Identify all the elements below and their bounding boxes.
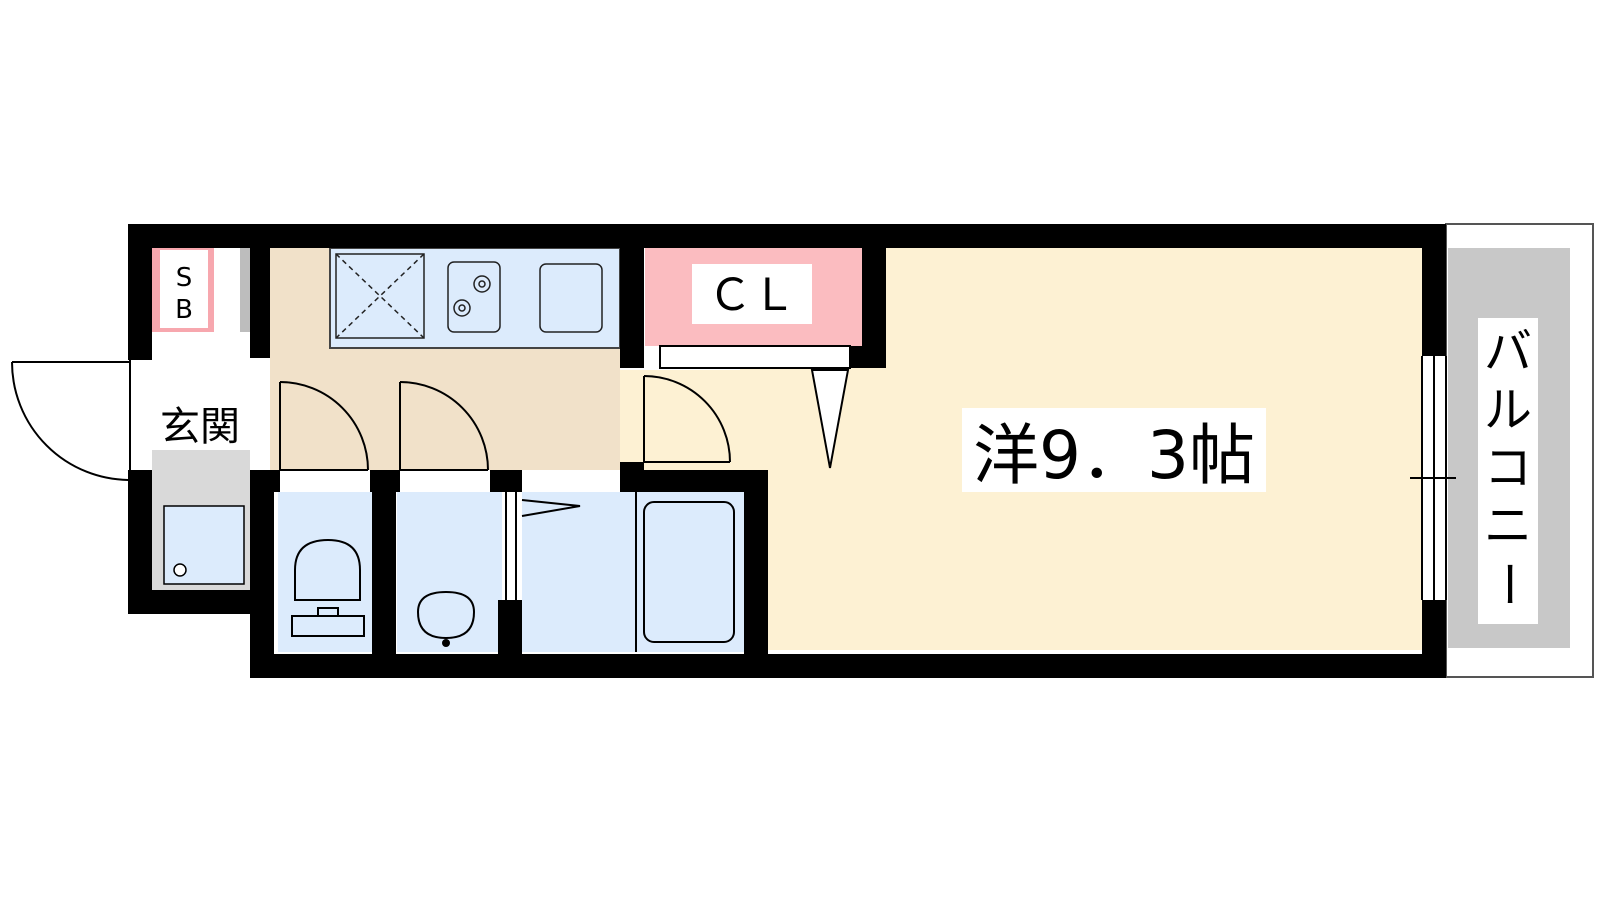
washing-machine-space xyxy=(163,505,245,585)
hall-floor xyxy=(620,370,770,470)
shoe-box-inner xyxy=(160,250,208,328)
shoe-box-label-s: S xyxy=(176,263,193,293)
sink xyxy=(539,263,603,333)
walls xyxy=(128,224,1446,678)
closet-door xyxy=(659,345,851,469)
balcony-char-5: ー xyxy=(1480,560,1536,608)
bathtub xyxy=(643,501,735,643)
stove xyxy=(447,261,501,333)
toilet-door xyxy=(279,381,369,471)
balcony-char-3: コ xyxy=(1484,440,1532,496)
entrance-label: 玄関 xyxy=(160,404,240,450)
bath-door xyxy=(505,492,581,600)
closet-label-bg xyxy=(692,264,812,324)
balcony-char-1: バ xyxy=(1484,324,1532,380)
refrigerator-space xyxy=(335,253,425,339)
balcony-char-2: ル xyxy=(1484,382,1532,438)
balcony-window xyxy=(1410,356,1456,600)
toilet xyxy=(291,538,365,637)
balcony-char-4: ニ xyxy=(1484,498,1532,554)
balcony-label-bg xyxy=(1478,318,1538,624)
shoe-box-label-b: B xyxy=(175,295,193,325)
washroom-door xyxy=(399,381,489,471)
room-label-bg xyxy=(962,408,1266,492)
wash-basin xyxy=(416,590,476,647)
room-door xyxy=(643,375,731,463)
entrance-door xyxy=(11,360,131,481)
entrance-hall-pillar xyxy=(240,248,250,332)
closet-label: ＣＬ xyxy=(708,270,796,321)
entrance-step xyxy=(152,360,250,450)
room-label: 洋9．3帖 xyxy=(973,417,1255,494)
